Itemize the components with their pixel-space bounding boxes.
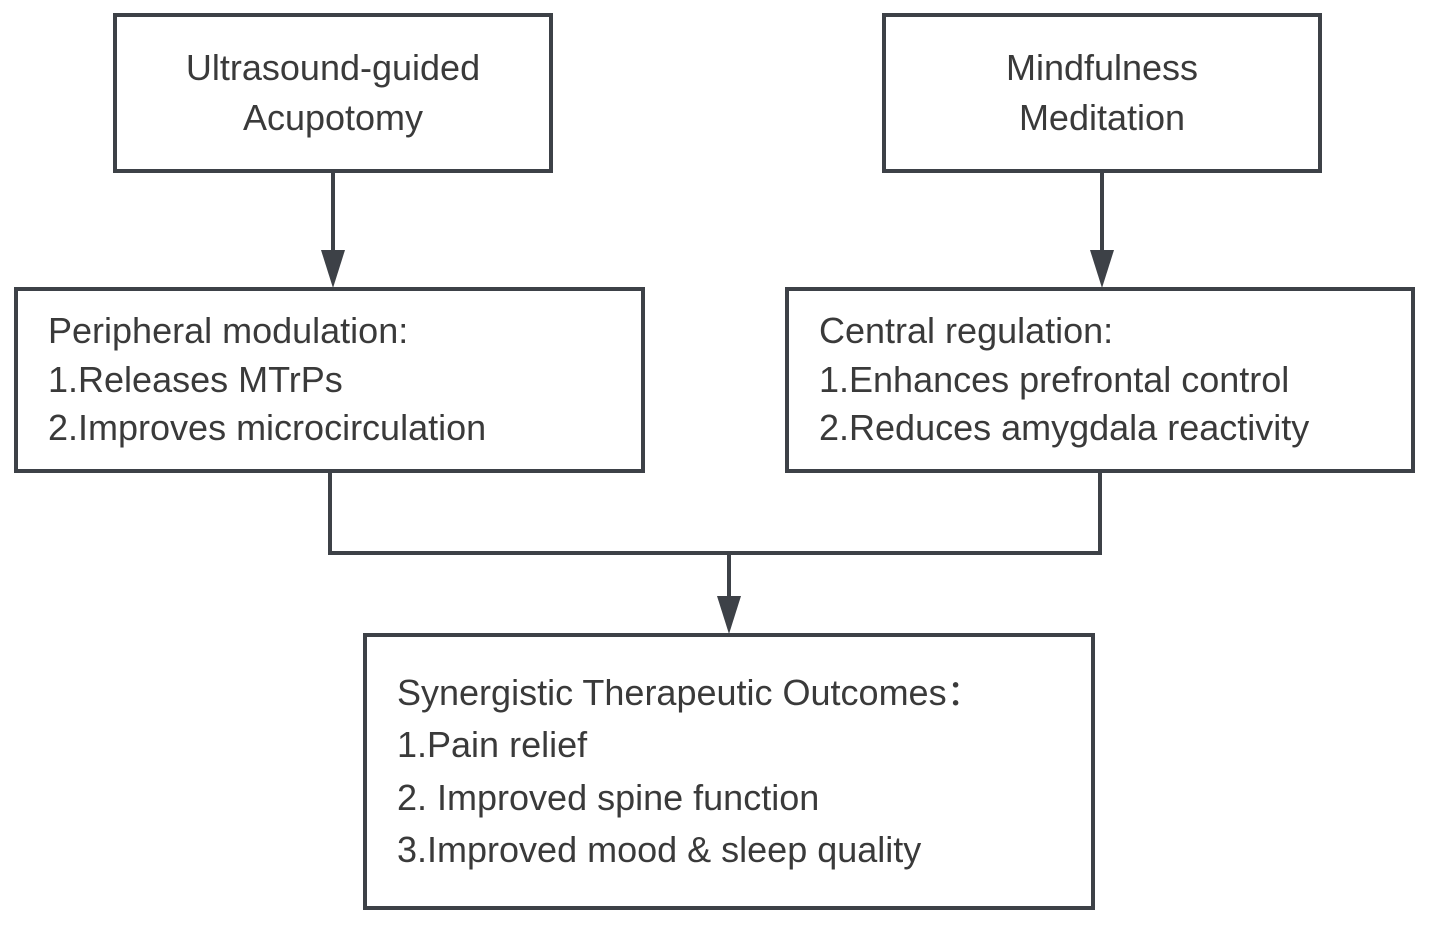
node-text-line: Ultrasound-guided [185, 46, 481, 88]
node-text-line: Acupotomy [242, 97, 424, 138]
node-list-item: 1.Releases MTrPs [48, 358, 343, 400]
node-list-item: 1.Pain relief [397, 724, 588, 766]
connector-converge [328, 473, 1102, 555]
node-list-item: 2.Reduces amygdala reactivity [819, 407, 1310, 449]
node-text-line: Meditation [1018, 97, 1186, 138]
arrow-mindfulness-to-central [1090, 173, 1114, 288]
node-ultrasound-guided-acupotomy: Ultrasound-guided Acupotomy [113, 13, 553, 173]
node-title: Peripheral modulation: [48, 309, 409, 351]
node-list-item: 3.Improved mood & sleep quality [397, 828, 922, 870]
node-peripheral-modulation: Peripheral modulation: 1.Releases MTrPs … [14, 287, 645, 473]
node-list-item: 2. Improved spine function [397, 776, 820, 818]
node-list-item: 1.Enhances prefrontal control [819, 358, 1290, 400]
node-title: Central regulation: [819, 309, 1114, 351]
node-central-regulation: Central regulation: 1.Enhances prefronta… [785, 287, 1415, 473]
node-list-item: 2.Improves microcirculation [48, 407, 487, 449]
node-mindfulness-meditation: Mindfulness Meditation [882, 13, 1322, 173]
node-title: Synergistic Therapeutic Outcomes： [397, 672, 983, 714]
node-text-line: Mindfulness [1005, 46, 1199, 88]
arrow-ultrasound-to-peripheral [321, 173, 345, 288]
node-synergistic-outcomes: Synergistic Therapeutic Outcomes： 1.Pain… [363, 633, 1095, 910]
arrow-junction-to-outcomes [717, 551, 741, 634]
